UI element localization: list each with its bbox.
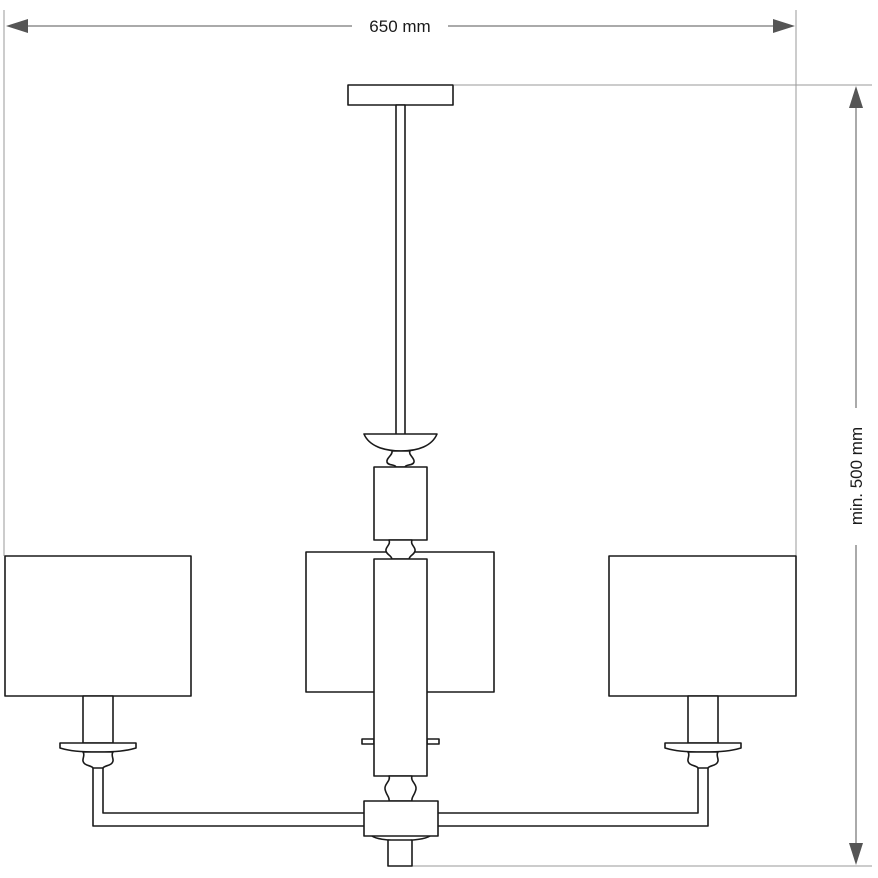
width-arrow-left	[6, 19, 28, 33]
right-arm-knuckle	[687, 751, 719, 769]
left-bobeche	[59, 742, 137, 753]
upper-knuckle	[386, 450, 415, 468]
height-arrow-top	[849, 86, 863, 108]
right-arm	[438, 768, 709, 827]
left-lamp	[4, 555, 192, 769]
chandelier-arms	[92, 768, 709, 827]
height-label: min. 500 mm	[847, 427, 866, 525]
right-bobeche	[664, 742, 742, 753]
right-candle-sleeve	[687, 695, 719, 744]
hub-block	[363, 800, 439, 837]
right-lamp-shade	[608, 555, 797, 697]
width-dimension: 650 mm	[3, 10, 797, 556]
left-arm-knuckle	[82, 751, 114, 769]
height-dimension: min. 500 mm	[412, 84, 872, 867]
upper-cup	[363, 433, 438, 468]
center-cup-right-flange	[426, 738, 440, 745]
lower-knuckle	[384, 775, 417, 802]
width-arrow-right	[773, 19, 795, 33]
left-lamp-shade	[4, 555, 192, 697]
lower-column-segment	[373, 558, 428, 777]
left-candle-sleeve	[82, 695, 114, 744]
ceiling-mount	[347, 84, 454, 436]
suspension-rod	[395, 104, 406, 436]
height-arrow-bottom	[849, 843, 863, 865]
upper-column-segment	[373, 466, 428, 541]
bottom-finial	[387, 839, 413, 867]
upper-cup-bowl	[363, 433, 438, 452]
ceiling-canopy	[347, 84, 454, 106]
right-lamp	[608, 555, 797, 769]
width-label: 650 mm	[369, 17, 430, 36]
left-arm	[92, 768, 364, 827]
center-cup-left-flange	[361, 738, 375, 745]
central-hub	[363, 800, 439, 867]
middle-knuckle	[385, 539, 416, 560]
